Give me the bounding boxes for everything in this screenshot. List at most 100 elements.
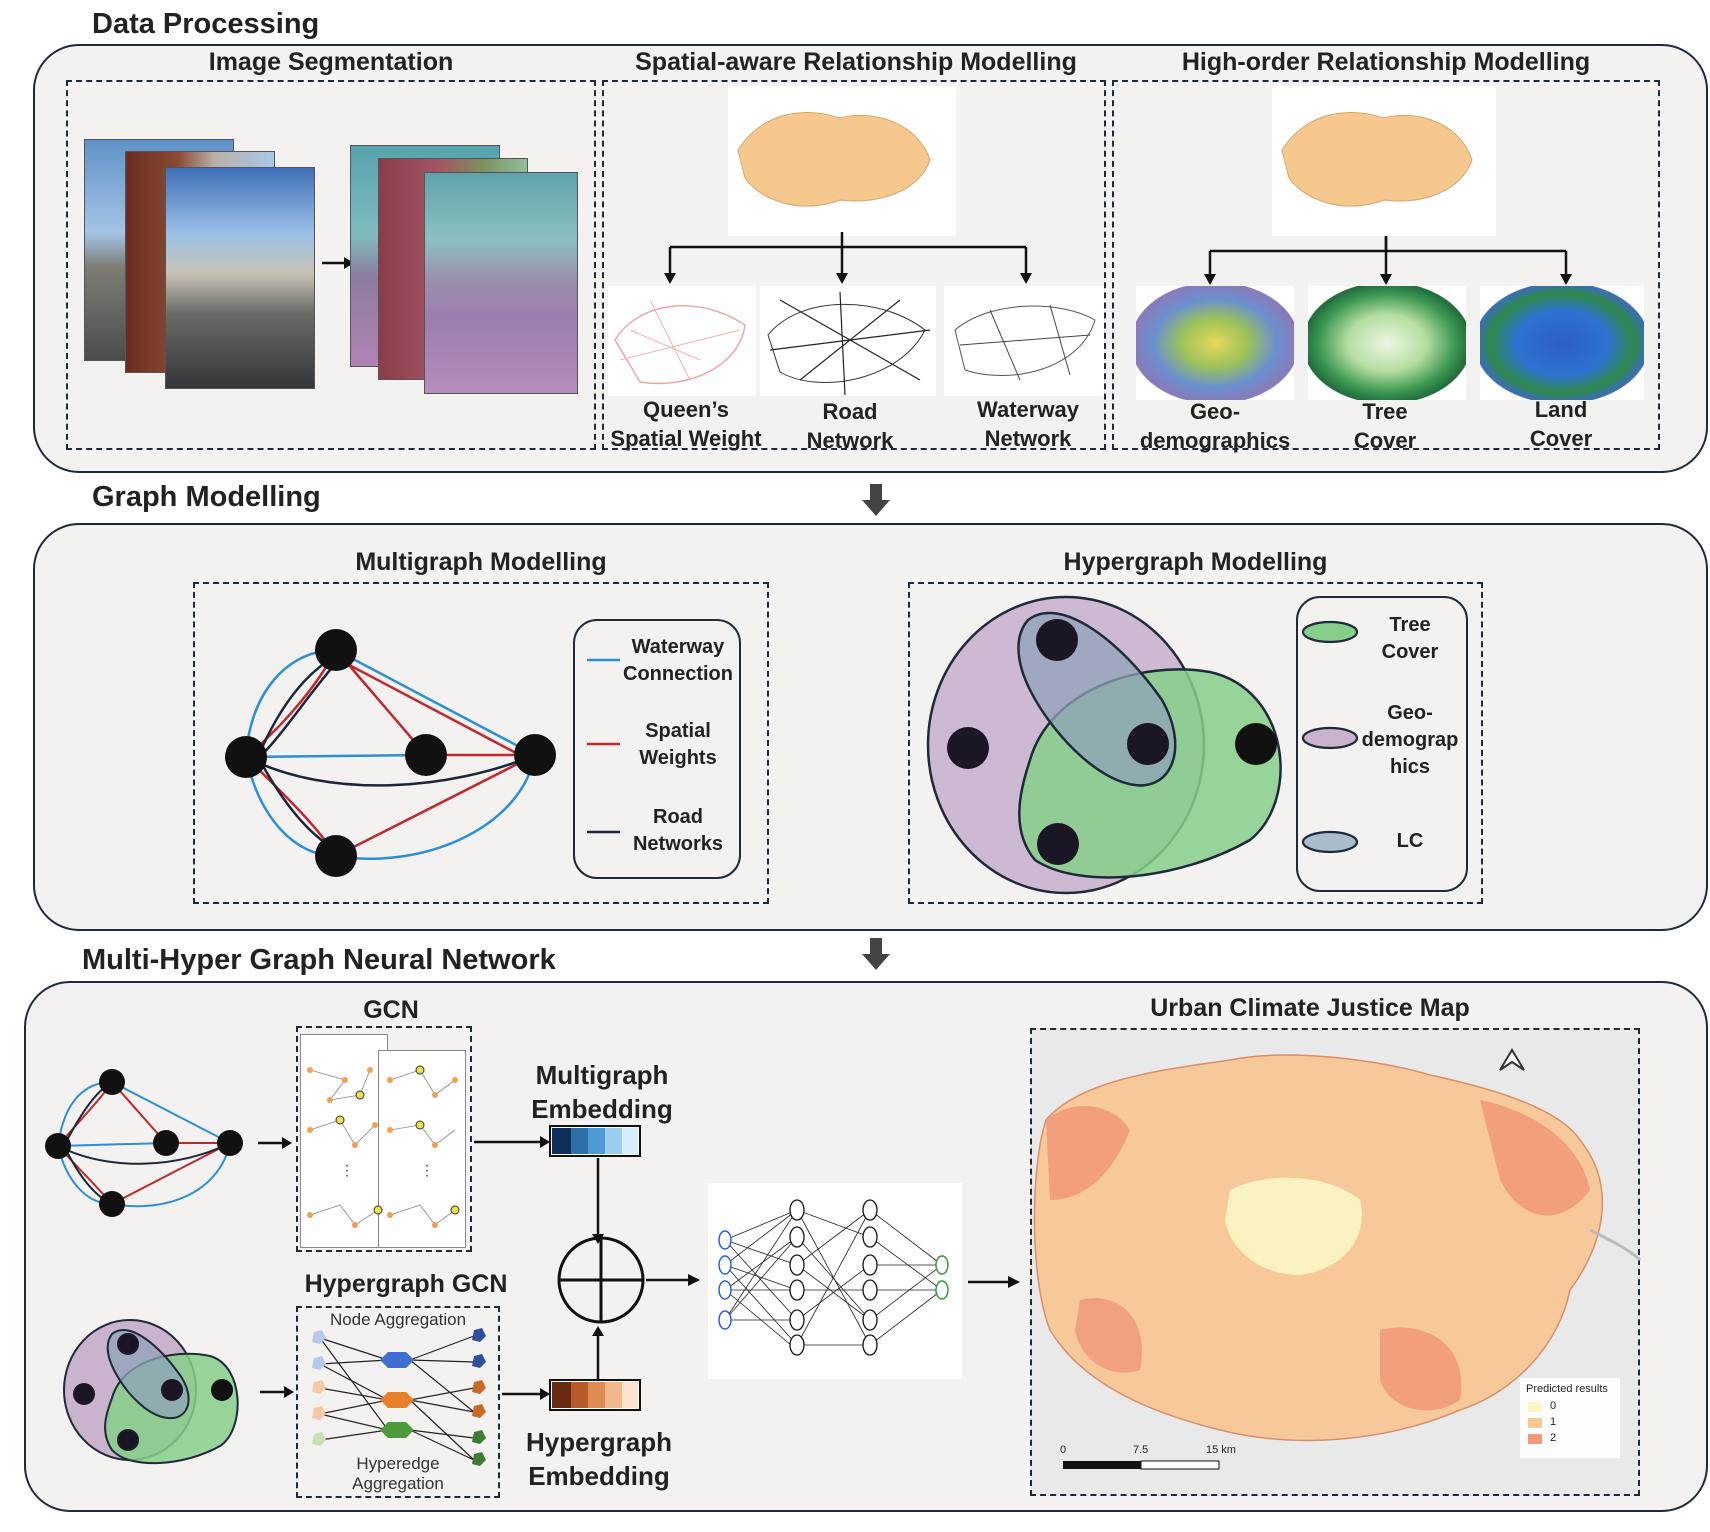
map-legend-title: Predicted results [1526, 1383, 1608, 1395]
svg-text:⋮: ⋮ [340, 1162, 354, 1178]
climate-map-title: Urban Climate Justice Map [1150, 994, 1470, 1022]
section-title-data-processing: Data Processing [92, 8, 320, 40]
caption-line: Hyperedge [356, 1454, 440, 1473]
legend-line: Cover [1381, 641, 1439, 663]
caption-line: Embedding [531, 1094, 673, 1124]
graph-node [514, 734, 556, 776]
graph-node [315, 835, 357, 877]
legend-lc: LC [1354, 828, 1466, 855]
high-order-box [1112, 80, 1660, 450]
hypergraph-node [1127, 723, 1169, 765]
scale-label-0: 0 [1060, 1444, 1067, 1456]
multigraph-legend [573, 619, 741, 879]
legend-line: Road [653, 806, 703, 828]
queens-weight-map [608, 286, 756, 396]
spatial-aware-box [602, 80, 1106, 450]
caption-line: Network [984, 426, 1072, 451]
graph-node [405, 734, 447, 776]
caption-line: Geo- [1189, 399, 1241, 424]
legend-line: Connection [623, 663, 733, 685]
caption-geodemographics: Geo-demographics [1130, 397, 1300, 455]
caption-line: Land [1534, 397, 1588, 422]
tree-cover-map [1308, 286, 1466, 400]
caption-line: Multigraph [535, 1060, 669, 1090]
caption-line: demographics [1139, 428, 1291, 453]
map-legend-item-1: 1 [1550, 1416, 1557, 1428]
image-segmentation-box [66, 80, 596, 450]
caption-line: Tree [1362, 399, 1408, 424]
caption-line: Queen’s [643, 397, 729, 422]
hypergraph-title: Hypergraph Modelling [1063, 548, 1328, 576]
graph-node [315, 629, 357, 671]
hypergraph-node [1235, 723, 1277, 765]
legend-line: Weights [639, 747, 717, 769]
section-title-graph-modelling: Graph Modelling [92, 481, 321, 513]
caption-line: Cover [1353, 428, 1417, 453]
spatial-aware-title: Spatial-aware Relationship Modelling [635, 48, 1077, 76]
hypergraph-node [1036, 619, 1078, 661]
svg-text:⋮: ⋮ [420, 1162, 434, 1178]
legend-line: Waterway [631, 636, 725, 658]
legend-line: Networks [632, 833, 724, 855]
multigraph-title: Multigraph Modelling [355, 548, 607, 576]
node-aggregation-label: Node Aggregation [329, 1310, 467, 1329]
caption-line: Network [806, 428, 894, 453]
graph-node [225, 736, 267, 778]
caption-line: Aggregation [352, 1474, 444, 1493]
image-segmentation-title: Image Segmentation [208, 48, 454, 76]
legend-line: hics [1389, 756, 1431, 778]
high-order-title: High-order Relationship Modelling [1181, 48, 1591, 76]
caption-line: Road [822, 399, 878, 424]
caption-line: Spatial Weight [610, 426, 762, 451]
caption-line: Embedding [528, 1461, 670, 1491]
hypergraph-node [947, 727, 989, 769]
scale-label-1: 7.5 [1133, 1444, 1149, 1456]
legend-line: Tree [1389, 614, 1431, 636]
hypergraph-box [908, 582, 1483, 904]
map-legend-item-0: 0 [1550, 1400, 1557, 1412]
caption-line: Hypergraph [526, 1427, 672, 1457]
geodemographics-map [1136, 286, 1294, 400]
caption-line: Waterway [977, 397, 1079, 422]
multigraph-box [193, 582, 769, 904]
section-title-mhgnn: Multi-Hyper Graph Neural Network [82, 944, 556, 976]
gcn-box [296, 1026, 472, 1252]
scale-label-2: 15 km [1206, 1444, 1236, 1456]
map-legend-item-2: 2 [1550, 1432, 1557, 1444]
segmented-photo-front [424, 172, 578, 394]
street-photo-front [165, 167, 315, 389]
hypergraph-gcn-title: Hypergraph GCN [304, 1270, 508, 1298]
caption-line: Cover [1529, 426, 1593, 451]
hypergraph-gcn-box [296, 1306, 500, 1498]
legend-line: Spatial [645, 720, 711, 742]
